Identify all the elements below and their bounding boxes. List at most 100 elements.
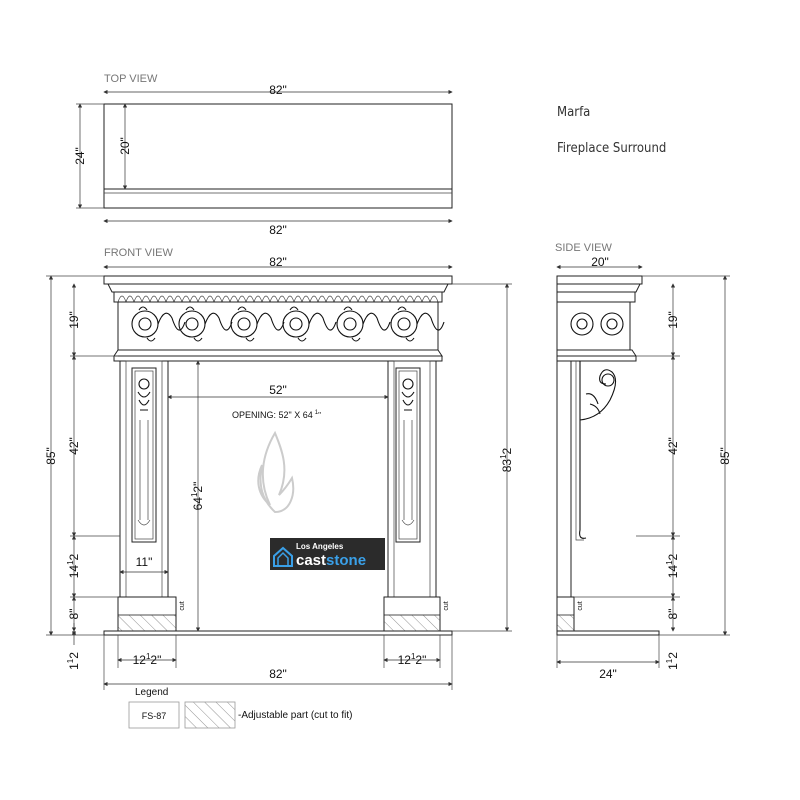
side-total-height: 85"	[718, 447, 732, 465]
rosette-scroll	[336, 310, 364, 338]
leaf-ornament	[333, 295, 343, 303]
top-width-top: 82"	[269, 83, 287, 97]
rosette-scroll	[390, 310, 418, 338]
logo-wordmark: caststone	[296, 552, 366, 569]
leaf-ornament	[213, 295, 223, 303]
leaf-ornament	[285, 295, 295, 303]
flame-icon	[257, 430, 295, 514]
legend-hatch-swatch	[184, 701, 236, 729]
front-view: FRONT VIEW 82" cut	[44, 247, 514, 690]
leaf-ornament	[405, 295, 415, 303]
side-corbel	[575, 361, 617, 541]
leaf-ornament	[133, 295, 143, 303]
leaf-ornament	[189, 295, 199, 303]
pilaster-width: 11"	[136, 555, 153, 569]
leaf-ornament	[341, 295, 351, 303]
cut-label-left: cut	[179, 601, 186, 610]
legend-title: Legend	[135, 687, 168, 698]
cut-label-right: cut	[443, 601, 450, 610]
base-width-right: 1212"	[398, 652, 427, 667]
front-plinth-height: 8"	[67, 609, 81, 620]
side-frieze	[556, 301, 631, 351]
side-shelf	[556, 275, 643, 285]
leaf-ornament	[229, 295, 239, 303]
top-view-label: TOP VIEW	[104, 73, 158, 85]
leaf-ornament	[197, 295, 207, 303]
side-hearth	[556, 630, 660, 636]
base-width-left: 1212"	[133, 652, 162, 667]
front-inner-height: 8312	[499, 447, 514, 472]
top-inner-depth: 20"	[118, 137, 132, 155]
frieze-scrollwork	[131, 306, 445, 342]
leaf-cornice	[113, 291, 443, 303]
side-plinth-height: 8"	[666, 609, 680, 620]
front-lower-height: 1412	[66, 553, 81, 578]
leaf-ornament	[349, 295, 359, 303]
side-rosette	[570, 312, 594, 336]
leaf-ornament	[381, 295, 391, 303]
mantel-shelf	[103, 275, 453, 285]
top-view-outline	[103, 103, 453, 209]
opening-width: 52"	[269, 383, 287, 397]
leaf-ornament	[373, 295, 383, 303]
leaf-ornament	[413, 295, 423, 303]
front-width-top: 82"	[269, 255, 287, 269]
leaf-ornament	[277, 295, 287, 303]
side-view-label: SIDE VIEW	[555, 242, 612, 254]
leaf-ornament	[253, 295, 263, 303]
rosette-scroll	[131, 310, 159, 338]
leaf-ornament	[245, 295, 255, 303]
leaf-ornament	[125, 295, 135, 303]
leaf-ornament	[301, 295, 311, 303]
rosette-scroll	[178, 310, 206, 338]
side-depth-bottom: 24"	[599, 667, 617, 681]
legend-hatch-label: -Adjustable part (cut to fit)	[238, 710, 353, 721]
top-view: TOP VIEW 82" 24" 20" 82"	[73, 73, 453, 237]
rosette-scroll	[230, 310, 258, 338]
side-rosette	[600, 312, 624, 336]
product-type: Fireplace Surround	[557, 141, 666, 156]
side-bracket-height: 42"	[666, 437, 680, 455]
leaf-ornament	[165, 295, 175, 303]
leaf-ornament	[317, 295, 327, 303]
logo-city: Los Angeles	[296, 542, 344, 551]
front-hearth-height: 112	[66, 652, 81, 670]
leaf-ornament	[141, 295, 151, 303]
leaf-ornament	[309, 295, 319, 303]
leaf-ornament	[325, 295, 335, 303]
leaf-ornament	[205, 295, 215, 303]
side-view: SIDE VIEW 20" cut 19" 42"	[555, 242, 732, 681]
side-lower-height: 1412	[665, 553, 680, 578]
caststone-logo: Los Angeles caststone	[270, 538, 385, 570]
leaf-ornament	[421, 295, 431, 303]
legend: Legend FS-87 -Adjustable part (cut to fi…	[128, 687, 353, 729]
legend-code-box	[128, 701, 180, 729]
product-name: Marfa	[557, 105, 590, 120]
front-view-label: FRONT VIEW	[104, 247, 173, 259]
front-width-bottom: 82"	[269, 667, 287, 681]
scroll-frieze	[117, 301, 439, 351]
top-width-bottom: 82"	[269, 223, 287, 237]
side-hearth-height: 112	[665, 652, 680, 670]
leaf-ornament	[157, 295, 167, 303]
leaf-ornament	[269, 295, 279, 303]
opening-height: 6412"	[190, 482, 205, 511]
legend-code: FS-87	[142, 711, 167, 721]
rosette-scroll	[282, 310, 310, 338]
side-depth-top: 20"	[591, 255, 609, 269]
leaf-ornament	[293, 295, 303, 303]
front-frieze-height: 19"	[67, 311, 81, 329]
leaf-ornament	[149, 295, 159, 303]
leaf-ornament	[429, 295, 439, 303]
leaf-ornament	[181, 295, 191, 303]
left-pilaster: cut	[117, 360, 186, 632]
leaf-ornament	[173, 295, 183, 303]
leaf-ornament	[221, 295, 231, 303]
front-leg-height: 42"	[67, 437, 81, 455]
front-total-height: 85"	[44, 447, 58, 465]
leaf-ornament	[365, 295, 375, 303]
side-frieze-height: 19"	[666, 311, 680, 329]
side-cut-label: cut	[577, 601, 584, 610]
